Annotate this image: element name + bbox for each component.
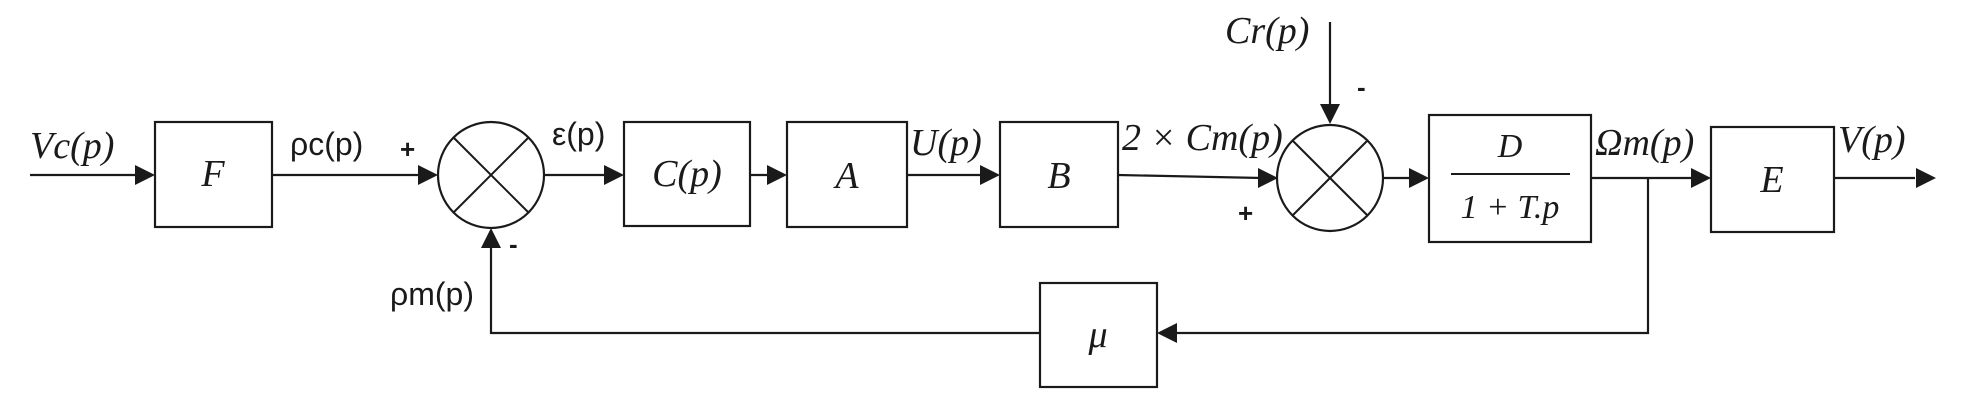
block-D-numerator: D bbox=[1497, 128, 1523, 165]
block-E-label: E bbox=[1759, 159, 1783, 201]
arrow-B-to-sum2 bbox=[1258, 168, 1278, 188]
block-mu bbox=[1038, 281, 1159, 389]
signal-rho-c-label: ρc(p) bbox=[290, 126, 363, 162]
block-F-label: F bbox=[200, 153, 225, 195]
block-C-label: C(p) bbox=[652, 153, 722, 195]
block-B-label: B bbox=[1047, 155, 1070, 197]
arrow-D-to-E bbox=[1691, 168, 1711, 188]
signal-output-label: V(p) bbox=[1838, 119, 1906, 161]
arrow-mu-to-sum1 bbox=[481, 228, 501, 248]
block-A bbox=[785, 120, 909, 229]
sum1-plus-sign: + bbox=[400, 134, 415, 164]
arrow-sum2-to-D bbox=[1409, 168, 1429, 188]
arrow-C-to-A bbox=[767, 165, 787, 185]
signal-input-label: Vc(p) bbox=[30, 125, 114, 167]
block-mu-label: μ bbox=[1087, 314, 1107, 356]
signal-torque-load-label: Cr(p) bbox=[1225, 10, 1309, 52]
arrow-input-to-F bbox=[135, 165, 155, 185]
wire-mu-to-sum1 bbox=[489, 248, 1040, 335]
block-A-label: A bbox=[832, 155, 859, 197]
block-E bbox=[1709, 125, 1836, 234]
block-D-denominator: 1 + T.p bbox=[1461, 189, 1560, 226]
block-F bbox=[153, 120, 274, 229]
arrow-F-to-sum1 bbox=[418, 165, 438, 185]
signal-torque-motor-label: 2 × Cm(p) bbox=[1122, 117, 1283, 159]
sum2-minus-sign: - bbox=[1357, 72, 1366, 102]
sum1-minus-sign: - bbox=[509, 229, 518, 259]
block-D bbox=[1427, 113, 1593, 244]
wire-feedback-to-mu bbox=[1176, 178, 1650, 335]
block-C bbox=[622, 120, 752, 228]
arrow-sum1-to-C bbox=[604, 165, 624, 185]
arrow-output bbox=[1916, 168, 1936, 188]
arrow-A-to-B bbox=[980, 165, 1000, 185]
arrow-feedback-to-mu bbox=[1157, 323, 1177, 343]
summing-junction-1-cross-b bbox=[453, 137, 529, 213]
sum2-plus-sign: + bbox=[1238, 198, 1253, 228]
summing-junction-2-cross-b bbox=[1292, 140, 1368, 216]
arrow-Cr-to-sum2 bbox=[1320, 104, 1340, 124]
signal-U-label: U(p) bbox=[910, 122, 982, 164]
signal-rho-m-label: ρm(p) bbox=[390, 276, 474, 312]
signal-epsilon-label: ε(p) bbox=[552, 116, 605, 152]
wire-B-to-sum2 bbox=[1117, 173, 1263, 180]
signal-omega-label: Ωm(p) bbox=[1595, 122, 1694, 164]
block-B bbox=[998, 120, 1120, 229]
